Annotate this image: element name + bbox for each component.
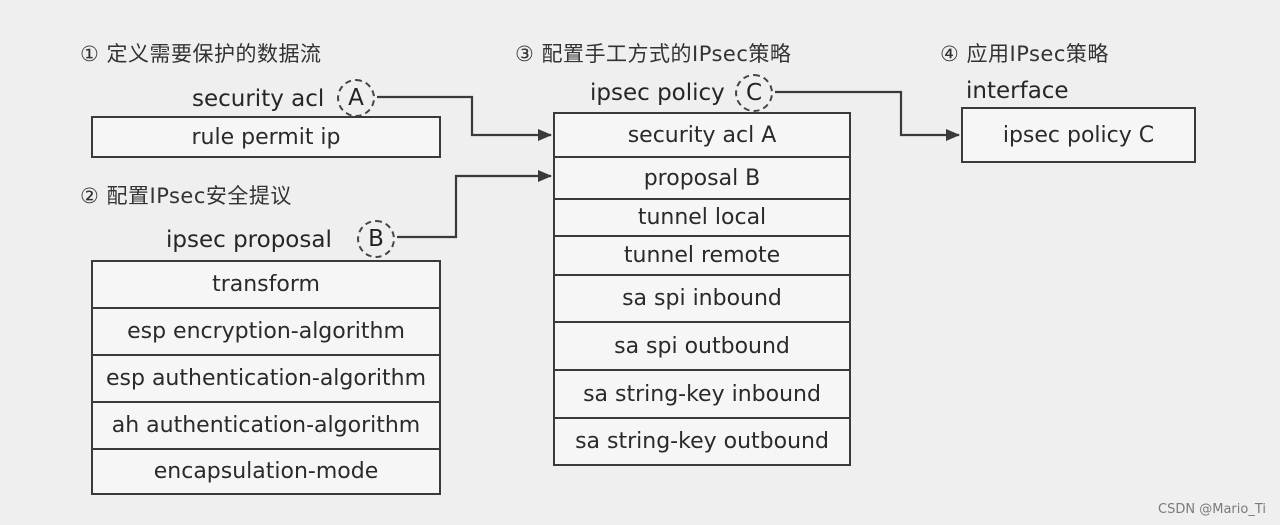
marker-c: C xyxy=(735,74,773,112)
ipsec-policy-label: ipsec policy xyxy=(590,80,725,106)
proposal-box: transform esp encryption-algorithm esp a… xyxy=(91,260,441,495)
ipsec-proposal-label: ipsec proposal xyxy=(166,227,332,253)
marker-a: A xyxy=(337,79,375,117)
policy-row: sa string-key inbound xyxy=(555,371,849,419)
marker-b: B xyxy=(357,220,395,258)
policy-row: tunnel remote xyxy=(555,237,849,276)
acl-row: rule permit ip xyxy=(191,124,341,150)
security-acl-label: security acl xyxy=(192,86,325,112)
interface-box: ipsec policy C xyxy=(961,107,1196,163)
proposal-row: encapsulation-mode xyxy=(153,459,379,484)
watermark: CSDN @Mario_Ti xyxy=(1158,502,1266,517)
arrow-b-to-policy xyxy=(397,170,552,239)
policy-box: security acl A proposal B tunnel local t… xyxy=(553,112,851,466)
policy-row: sa spi inbound xyxy=(555,276,849,323)
interface-label: interface xyxy=(966,78,1069,104)
section-title-apply-policy: ④ 应用IPsec策略 xyxy=(940,42,1109,66)
policy-row: tunnel local xyxy=(555,200,849,237)
policy-row: proposal B xyxy=(555,158,849,200)
proposal-row: esp encryption-algorithm xyxy=(93,309,439,356)
proposal-row: esp authentication-algorithm xyxy=(93,356,439,403)
section-title-ipsec-proposal: ② 配置IPsec安全提议 xyxy=(80,184,292,208)
policy-row: security acl A xyxy=(555,114,849,158)
interface-row: ipsec policy C xyxy=(1002,122,1155,148)
policy-row: sa string-key outbound xyxy=(575,429,829,454)
section-title-define-flow: ① 定义需要保护的数据流 xyxy=(80,42,322,66)
policy-row: sa spi outbound xyxy=(555,323,849,371)
proposal-row: transform xyxy=(93,262,439,309)
acl-box: rule permit ip xyxy=(91,116,441,158)
proposal-row: ah authentication-algorithm xyxy=(93,403,439,450)
section-title-ipsec-policy: ③ 配置手工方式的IPsec策略 xyxy=(515,42,792,66)
